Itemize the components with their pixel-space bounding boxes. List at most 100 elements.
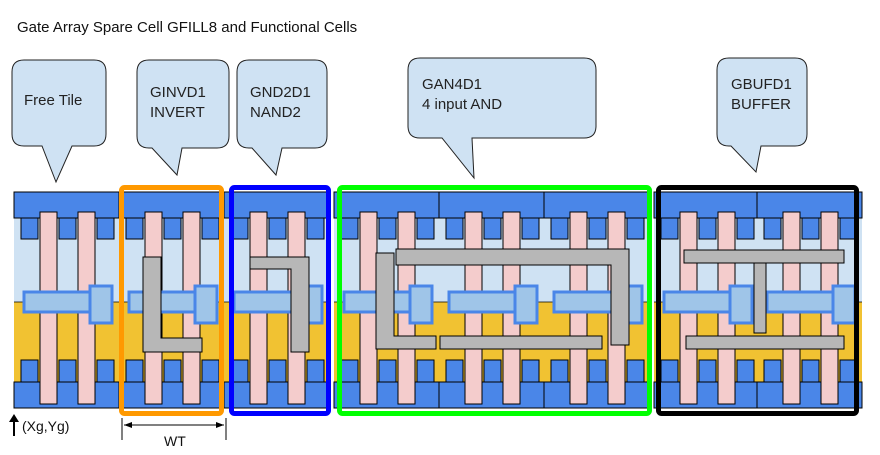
diffusion-contact xyxy=(96,216,115,240)
diffusion-contact xyxy=(163,359,182,383)
tile-0 xyxy=(13,191,120,409)
diffusion-contact xyxy=(201,359,220,383)
vss-rail xyxy=(333,381,440,409)
vdd-rail xyxy=(756,191,863,219)
callout-bubble xyxy=(407,57,597,180)
diffusion-contact xyxy=(550,216,569,240)
poly-contact-bar xyxy=(127,290,199,314)
tile-5 xyxy=(543,191,650,409)
vss-rail xyxy=(543,381,650,409)
diffusion-contact xyxy=(736,216,755,240)
poly-contact-pad xyxy=(88,284,114,325)
diffusion-contact xyxy=(306,359,325,383)
and-metal-bottom xyxy=(439,335,603,350)
buffer-cell-outline xyxy=(656,185,859,416)
diffusion-contact xyxy=(268,359,287,383)
vdd-rail xyxy=(543,191,650,219)
callout-bubble xyxy=(716,57,808,174)
poly-contact-pad xyxy=(513,284,539,325)
vss-rail xyxy=(653,381,760,409)
buffer-metal-top xyxy=(683,249,845,264)
callout-bubble xyxy=(136,59,230,177)
diffusion-contact xyxy=(550,359,569,383)
diffusion-contact xyxy=(201,216,220,240)
diffusion-contact xyxy=(58,216,77,240)
diffusion-contact xyxy=(58,359,77,383)
inverter-cell-outline xyxy=(119,185,224,416)
poly-contact-pad xyxy=(728,284,754,325)
diagram-title: Gate Array Spare Cell GFILL8 and Functio… xyxy=(17,19,358,36)
diffusion-contact xyxy=(483,216,502,240)
vdd-rail xyxy=(13,191,120,219)
poly-contact-bar xyxy=(22,290,94,314)
vss-rail xyxy=(118,381,225,409)
vss-rail xyxy=(13,381,120,409)
cell-outlines xyxy=(119,185,859,416)
callout-label: GINVD1 xyxy=(150,84,206,101)
diffusion-contact xyxy=(588,216,607,240)
width-label: WT xyxy=(164,433,186,449)
tile-1 xyxy=(118,191,225,409)
diffusion-contact xyxy=(125,216,144,240)
callout-label: BUFFER xyxy=(731,96,791,113)
diffusion-contact xyxy=(340,359,359,383)
callout-label: INVERT xyxy=(150,104,205,121)
poly-contact-bar xyxy=(662,290,734,314)
diffusion-contact xyxy=(340,216,359,240)
and-metal-top xyxy=(395,248,630,346)
poly-contact-pad xyxy=(408,284,434,325)
diffusion-contact xyxy=(378,216,397,240)
diffusion-contact xyxy=(763,216,782,240)
diffusion-contact xyxy=(626,359,645,383)
diffusion-contact xyxy=(483,359,502,383)
poly-contact-bar xyxy=(447,290,519,314)
diffusion-contact xyxy=(445,359,464,383)
tile-array xyxy=(13,191,863,409)
callout-bubble xyxy=(11,59,107,184)
tile-2 xyxy=(223,191,330,409)
callout-label: NAND2 xyxy=(250,104,301,121)
vdd-rail xyxy=(118,191,225,219)
vdd-rail xyxy=(438,191,545,219)
diffusion-contact xyxy=(96,359,115,383)
vss-rail xyxy=(223,381,330,409)
callout-label: 4 input AND xyxy=(422,96,502,113)
callout-bubble xyxy=(236,59,328,177)
diffusion-contact xyxy=(268,216,287,240)
diffusion-contact xyxy=(378,359,397,383)
inverter-metal xyxy=(142,256,203,353)
callout-label: GBUFD1 xyxy=(731,76,792,93)
diffusion-contact xyxy=(801,359,820,383)
diffusion-contact xyxy=(521,216,540,240)
vdd-rail xyxy=(223,191,330,219)
diffusion-contact xyxy=(698,359,717,383)
buffer-metal-bottom xyxy=(685,335,845,350)
nand-cell-outline xyxy=(229,185,331,416)
diffusion-contact xyxy=(588,359,607,383)
origin-arrow-icon xyxy=(9,414,19,436)
poly-contact-pad xyxy=(193,284,219,325)
callout-label: GND2D1 xyxy=(250,84,311,101)
vss-rail xyxy=(438,381,545,409)
and-cell-outline xyxy=(337,185,652,416)
diffusion-contact xyxy=(801,216,820,240)
callout-label: Free Tile xyxy=(24,92,82,109)
poly-contact-pad xyxy=(831,284,857,325)
diffusion-contact xyxy=(445,216,464,240)
callout-free-tile: Free Tile xyxy=(11,59,107,184)
tile-6 xyxy=(653,191,760,409)
diffusion-contact xyxy=(521,359,540,383)
diffusion-contact xyxy=(660,216,679,240)
diffusion-contact xyxy=(20,216,39,240)
diffusion-contact xyxy=(763,359,782,383)
origin-label: (Xg,Yg) xyxy=(22,418,69,434)
diffusion-contact xyxy=(698,216,717,240)
buffer-metal-stem xyxy=(753,262,767,334)
diffusion-contact xyxy=(626,216,645,240)
diffusion-contact xyxy=(306,216,325,240)
